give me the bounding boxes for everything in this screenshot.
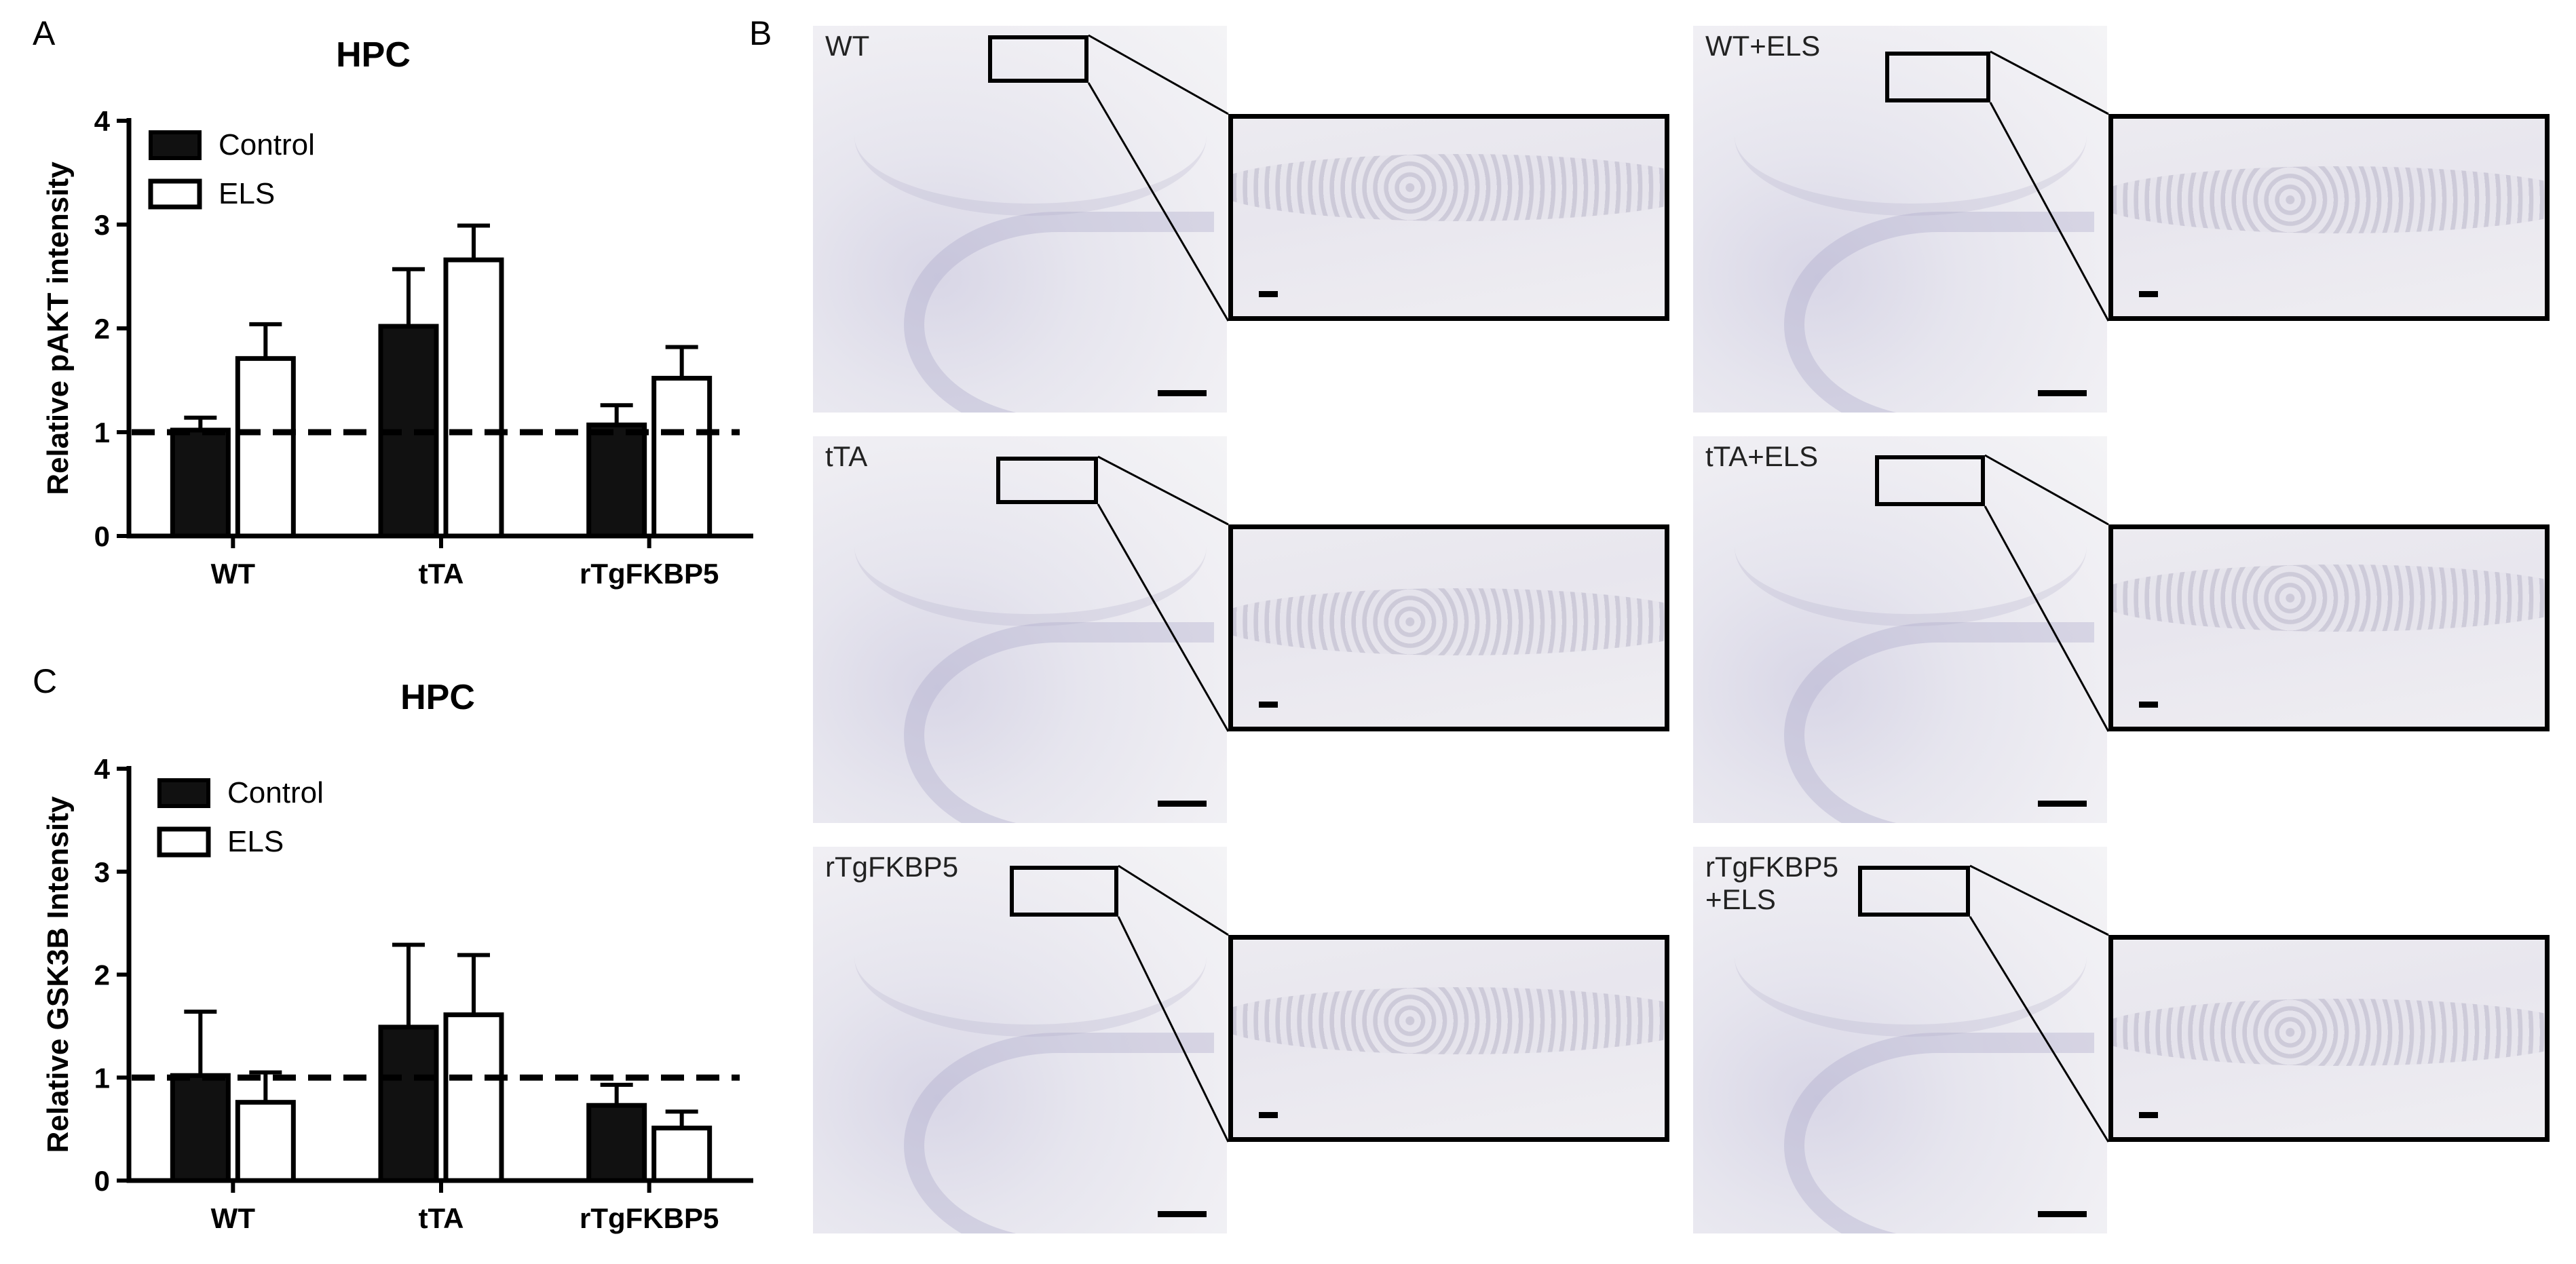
- legend-els-swatch: [148, 178, 202, 210]
- els-bar: [651, 375, 713, 539]
- connector-line: [1969, 916, 2110, 1143]
- connector-line: [1087, 82, 1230, 322]
- inset-scale-bar: [2139, 291, 2158, 297]
- pakt-bar-chart: HPC Relative pAKT intensity 0 1 2 3 4WT tTA rTgF…: [41, 35, 753, 590]
- cell-layer-band: [1233, 987, 1665, 1054]
- inset-scale-bar: [1259, 1112, 1278, 1118]
- connector-line: [1969, 864, 2109, 936]
- legend-els-label: ELS: [227, 825, 284, 858]
- x-tick-label: tTA: [419, 558, 464, 590]
- magnified-inset-image: [2108, 935, 2550, 1142]
- region-of-interest-box: [1010, 866, 1118, 917]
- y-axis-label: Relative pAKT intensity: [41, 161, 75, 495]
- y-tick-label: 4: [94, 753, 111, 785]
- connector-line: [1097, 503, 1230, 732]
- els-bar: [235, 1100, 296, 1183]
- magnified-inset-image: [2108, 524, 2550, 731]
- region-of-interest-box: [1885, 52, 1990, 102]
- y-tick-label: 4: [94, 105, 111, 137]
- magnified-inset-image: [1228, 935, 1669, 1142]
- y-tick-label: 1: [94, 417, 110, 448]
- control-bar: [586, 1103, 647, 1183]
- panel-letter-c: C: [33, 662, 58, 700]
- cell-layer-band: [2113, 999, 2545, 1067]
- brain-section-image: WT: [813, 26, 1227, 413]
- panel-letter-a: A: [33, 14, 56, 52]
- region-of-interest-box: [1875, 455, 1985, 506]
- legend-control-swatch: [149, 130, 202, 160]
- legend-control-label: Control: [227, 776, 324, 809]
- scale-bar: [1158, 390, 1207, 396]
- scale-bar: [2038, 390, 2087, 396]
- x-tick-label: rTgFKBP5: [580, 1202, 719, 1234]
- x-tick-label: tTA: [419, 1202, 464, 1234]
- brain-section-image: rTgFKBP5: [813, 847, 1227, 1233]
- region-of-interest-box: [988, 35, 1088, 83]
- gsk3b-bar-chart: HPC Relative GSK3B Intensity 0 1 2 3 4WT tTA rTg…: [41, 678, 753, 1234]
- els-bar: [235, 356, 296, 539]
- scale-bar: [1158, 801, 1207, 807]
- els-bar: [443, 257, 504, 539]
- x-tick-label: WT: [211, 1202, 256, 1234]
- control-bar: [170, 427, 231, 539]
- scale-bar: [2038, 1211, 2087, 1217]
- panel-letter-b: B: [749, 14, 772, 52]
- region-of-interest-box: [996, 457, 1098, 504]
- cell-layer-band: [2113, 564, 2545, 632]
- y-tick-label: 0: [94, 520, 110, 552]
- y-tick-label: 1: [94, 1062, 110, 1094]
- y-tick-label: 3: [94, 856, 110, 888]
- connector-line: [1990, 50, 2109, 115]
- legend-els-swatch: [157, 826, 211, 858]
- connector-line: [1984, 454, 2109, 526]
- chart-title: HPC: [400, 678, 475, 717]
- brain-section-image: tTA+ELS: [1693, 436, 2107, 823]
- magnified-inset-image: [1228, 114, 1669, 321]
- inset-scale-bar: [1259, 291, 1278, 297]
- brain-section-image: rTgFKBP5 +ELS: [1693, 847, 2107, 1233]
- scale-bar: [1158, 1211, 1207, 1217]
- connector-line: [1097, 455, 1229, 526]
- brain-section-image: WT+ELS: [1693, 26, 2107, 413]
- y-tick-label: 2: [94, 959, 110, 991]
- legend-control-label: Control: [219, 128, 315, 161]
- y-tick-label: 3: [94, 209, 110, 241]
- scale-bar: [2038, 801, 2087, 807]
- x-tick-label: WT: [211, 558, 256, 590]
- inset-scale-bar: [2139, 702, 2158, 708]
- cell-layer-band: [2113, 166, 2545, 233]
- magnified-inset-image: [1228, 524, 1669, 731]
- y-tick-label: 2: [94, 313, 110, 345]
- magnified-inset-image: [2108, 114, 2550, 321]
- legend-control-swatch: [157, 778, 210, 808]
- y-tick-label: 0: [94, 1165, 110, 1197]
- cell-layer-band: [1233, 154, 1665, 222]
- control-bar: [170, 1073, 231, 1183]
- x-tick-label: rTgFKBP5: [580, 558, 719, 590]
- els-bar: [443, 1012, 504, 1183]
- connector-line: [1088, 34, 1229, 115]
- connector-line: [1989, 102, 2110, 322]
- region-of-interest-box: [1858, 866, 1970, 917]
- inset-scale-bar: [1259, 702, 1278, 708]
- legend-els-label: ELS: [219, 177, 275, 210]
- connector-line: [1984, 505, 2110, 732]
- y-axis-label: Relative GSK3B Intensity: [41, 796, 75, 1153]
- connector-line: [1118, 864, 1229, 936]
- cell-layer-band: [1233, 588, 1665, 656]
- inset-scale-bar: [2139, 1112, 2158, 1118]
- connector-line: [1117, 916, 1230, 1143]
- control-bar: [378, 1024, 439, 1183]
- chart-title: HPC: [336, 35, 411, 75]
